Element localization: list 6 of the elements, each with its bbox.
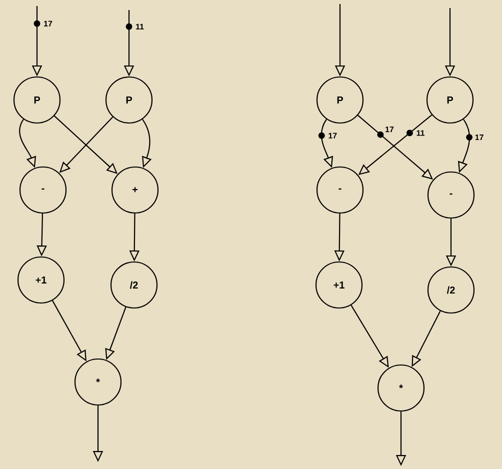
edge-label: 17 bbox=[475, 134, 484, 140]
edge-label: 17 bbox=[44, 20, 52, 26]
edge-label: 17 bbox=[386, 126, 394, 132]
edge-label: 17 bbox=[328, 132, 337, 138]
edge-label: 11 bbox=[136, 24, 144, 30]
edge-label: 11 bbox=[416, 130, 424, 136]
